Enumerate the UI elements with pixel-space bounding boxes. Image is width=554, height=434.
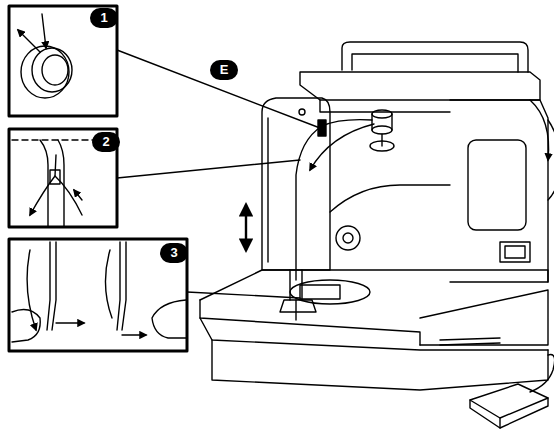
callout-number: E bbox=[210, 60, 238, 80]
callout-number: 2 bbox=[92, 132, 120, 152]
callout-number: 1 bbox=[90, 8, 118, 28]
callout-number: 3 bbox=[160, 243, 188, 263]
